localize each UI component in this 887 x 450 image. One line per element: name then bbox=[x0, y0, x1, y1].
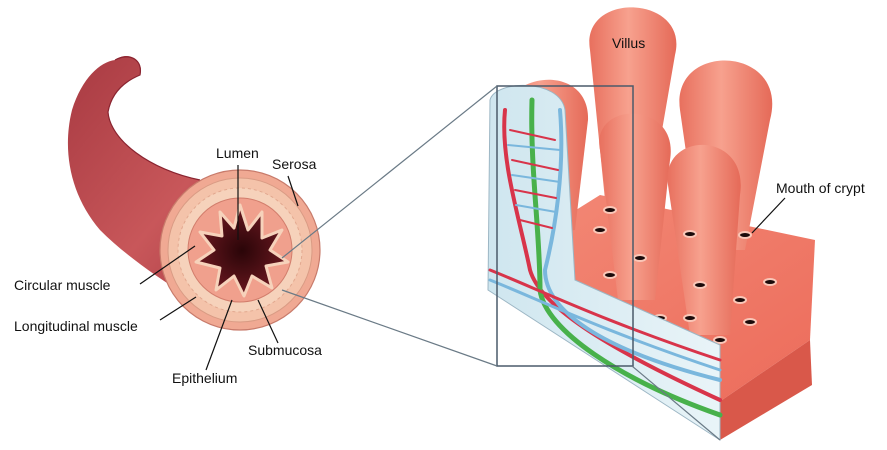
cross-section bbox=[160, 170, 320, 330]
label-circular-muscle: Circular muscle bbox=[14, 277, 111, 293]
label-lumen: Lumen bbox=[216, 145, 259, 161]
label-submucosa: Submucosa bbox=[248, 342, 322, 358]
label-serosa: Serosa bbox=[272, 156, 317, 172]
label-mouth-of-crypt: Mouth of crypt bbox=[776, 180, 865, 196]
villi-block bbox=[488, 7, 815, 440]
label-longitudinal-muscle: Longitudinal muscle bbox=[14, 318, 138, 334]
label-villus: Villus bbox=[612, 35, 645, 51]
label-epithelium: Epithelium bbox=[172, 370, 237, 386]
